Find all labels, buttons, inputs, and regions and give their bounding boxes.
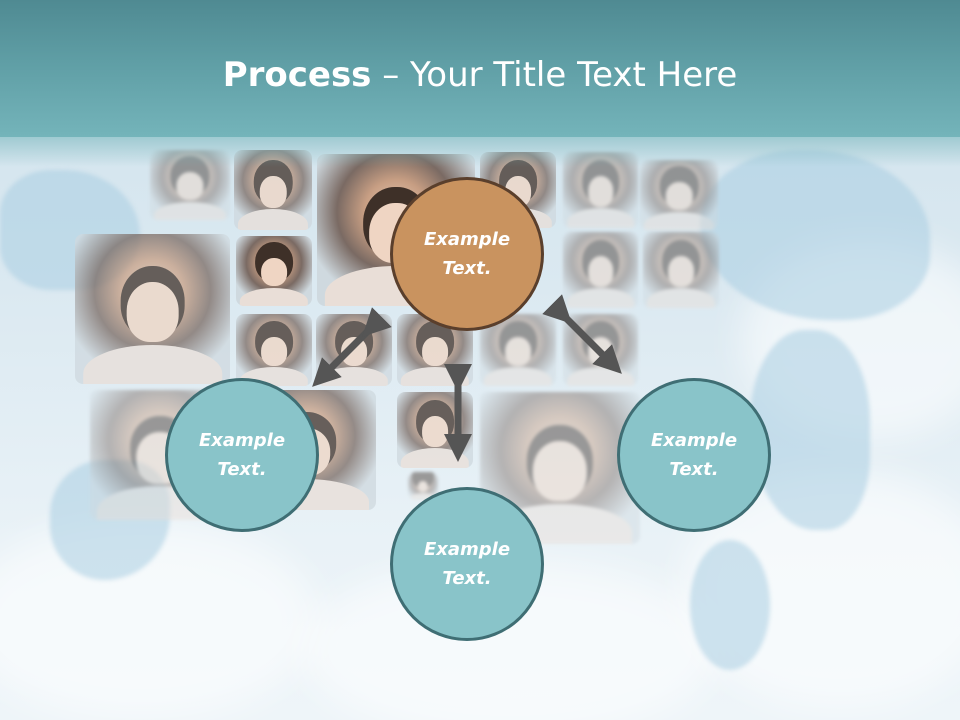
process-node-bottom-label: Example Text. xyxy=(423,539,511,589)
arrow-top-left xyxy=(312,307,392,387)
process-node-top[interactable]: Example Text. xyxy=(390,177,544,331)
process-node-top-label: Example Text. xyxy=(423,229,511,279)
world-map-land xyxy=(750,330,870,530)
slide-title-rest: – Your Title Text Here xyxy=(371,55,738,95)
arrow-top-right xyxy=(542,294,622,374)
photo-tile xyxy=(236,236,312,306)
slide-title-bold: Process xyxy=(222,55,372,95)
world-map-land xyxy=(690,540,770,670)
photo-tile xyxy=(480,392,640,544)
photo-tile xyxy=(643,232,719,308)
photo-tile xyxy=(640,160,718,230)
process-node-bottom[interactable]: Example Text. xyxy=(390,487,544,641)
photo-tile xyxy=(75,234,230,384)
process-node-right[interactable]: Example Text. xyxy=(617,378,771,532)
process-node-right-label: Example Text. xyxy=(650,430,738,480)
process-node-left-label: Example Text. xyxy=(198,430,286,480)
cloud-shape xyxy=(0,520,320,720)
process-node-left[interactable]: Example Text. xyxy=(165,378,319,532)
title-bar-fade xyxy=(0,137,960,167)
slide-title: Process – Your Title Text Here xyxy=(0,52,960,98)
world-map-land xyxy=(700,150,930,320)
title-bar xyxy=(0,0,960,137)
world-map-land xyxy=(50,460,170,580)
